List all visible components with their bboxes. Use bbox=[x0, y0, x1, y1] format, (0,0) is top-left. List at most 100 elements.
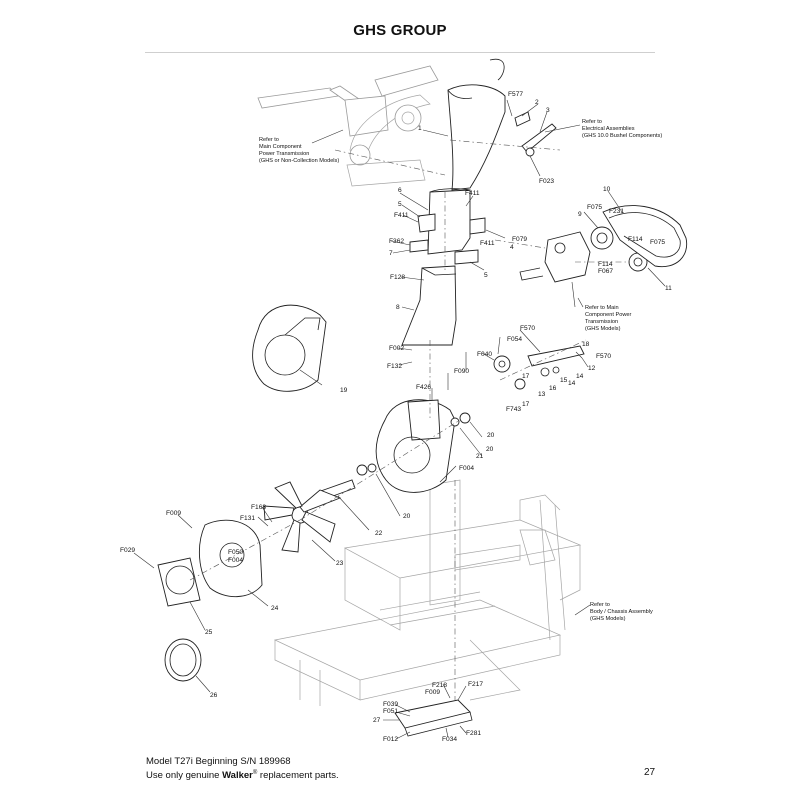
svg-text:Power Transmission: Power Transmission bbox=[259, 151, 309, 157]
callout-label: F577 bbox=[508, 91, 523, 98]
gearbox bbox=[519, 231, 591, 283]
centerlines bbox=[189, 139, 630, 700]
svg-text:Refer to: Refer to bbox=[259, 137, 279, 143]
callout-label: 23 bbox=[336, 560, 344, 567]
callout-label: F218 bbox=[432, 682, 447, 689]
callout-label: F114 bbox=[598, 261, 613, 268]
callout-label: 26 bbox=[210, 692, 218, 699]
callout-label: 9 bbox=[578, 211, 582, 218]
reference-note-chassis: Refer to Body / Chassis Assembly (GHS Mo… bbox=[590, 602, 653, 622]
callout-label: F023 bbox=[539, 178, 554, 185]
deflector-parts bbox=[514, 111, 557, 157]
bearings bbox=[356, 412, 471, 476]
callout-label: 22 bbox=[375, 530, 383, 537]
callout-label: F004 bbox=[228, 557, 243, 564]
impeller-fan bbox=[263, 481, 342, 553]
callout-label: 21 bbox=[476, 453, 484, 460]
brand-name: Walker bbox=[222, 769, 253, 781]
callout-labels: 1 2 3 F577 F023 6 5 F411 F411 F411 F079 … bbox=[120, 91, 672, 743]
callout-label: 20 bbox=[486, 446, 494, 453]
callout-label: 14 bbox=[576, 373, 584, 380]
svg-text:Body / Chassis Assembly: Body / Chassis Assembly bbox=[590, 609, 653, 615]
callout-label: F411 bbox=[394, 212, 409, 219]
svg-text:(GHS Models): (GHS Models) bbox=[585, 326, 621, 332]
callout-label: 3 bbox=[546, 107, 550, 114]
callout-label: F075 bbox=[650, 239, 665, 246]
svg-text:Transmission: Transmission bbox=[585, 319, 618, 325]
callout-label: F743 bbox=[506, 406, 521, 413]
callout-label: F029 bbox=[120, 547, 135, 554]
callout-label: 5 bbox=[484, 272, 488, 279]
callout-label: F231 bbox=[609, 208, 624, 215]
callout-label: F217 bbox=[468, 681, 483, 688]
callout-label: F570 bbox=[520, 325, 535, 332]
svg-text:Refer to: Refer to bbox=[590, 602, 610, 608]
ghost-power-transmission bbox=[257, 65, 439, 187]
mount-bracket bbox=[394, 699, 473, 737]
callout-label: F040 bbox=[477, 351, 492, 358]
callout-label: 11 bbox=[665, 285, 672, 292]
svg-text:(GHS or Non-Collection Models): (GHS or Non-Collection Models) bbox=[259, 158, 339, 164]
callout-label: 19 bbox=[340, 387, 348, 394]
lower-duct bbox=[401, 265, 457, 346]
svg-text:(GHS 10.0 Bushel Components): (GHS 10.0 Bushel Components) bbox=[582, 133, 662, 139]
reference-note-electrical: Refer to Electrical Assemblies (GHS 10.0… bbox=[582, 119, 662, 139]
reference-note-power-transmission: Refer to Main Component Power Transmissi… bbox=[259, 137, 339, 164]
callout-label: F012 bbox=[383, 736, 398, 743]
svg-text:Refer to Main: Refer to Main bbox=[585, 305, 619, 311]
callout-label: 10 bbox=[603, 186, 611, 193]
callout-label: 16 bbox=[549, 385, 557, 392]
callout-label: F075 bbox=[587, 204, 602, 211]
blower-chute bbox=[447, 58, 506, 191]
inlet-ring bbox=[157, 557, 201, 607]
callout-label: F004 bbox=[459, 465, 474, 472]
callout-label: F411 bbox=[465, 190, 480, 197]
callout-label: F079 bbox=[512, 236, 527, 243]
fan-housing-rear bbox=[252, 304, 327, 392]
registered-mark: ® bbox=[252, 769, 258, 776]
idler-arm-assembly bbox=[493, 345, 585, 390]
callout-label: 1 bbox=[418, 125, 422, 132]
callout-label: F090 bbox=[454, 368, 469, 375]
callout-label: 14 bbox=[568, 380, 576, 387]
upper-duct bbox=[409, 188, 486, 265]
callout-label: F411 bbox=[480, 240, 495, 247]
callout-label: 18 bbox=[582, 341, 590, 348]
svg-text:Component Power: Component Power bbox=[585, 312, 631, 318]
callout-label: 20 bbox=[487, 432, 495, 439]
callout-label: F168 bbox=[251, 504, 266, 511]
fan-housing-front bbox=[375, 399, 456, 493]
leader-lines bbox=[133, 99, 666, 740]
callout-label: F426 bbox=[416, 384, 431, 391]
callout-label: F050 bbox=[228, 549, 243, 556]
callout-label: 15 bbox=[560, 377, 568, 384]
callout-label: F132 bbox=[387, 363, 402, 370]
title-divider bbox=[145, 52, 655, 53]
callout-label: F002 bbox=[389, 345, 404, 352]
svg-text:Main Component: Main Component bbox=[259, 144, 302, 150]
inlet-band bbox=[164, 638, 202, 682]
callout-label: 17 bbox=[522, 401, 530, 408]
page-footer: Model T27i Beginning S/N 189968 Use only… bbox=[146, 756, 339, 781]
page-title: GHS GROUP bbox=[353, 22, 447, 39]
callout-label: 4 bbox=[510, 244, 514, 251]
callout-label: 17 bbox=[522, 373, 530, 380]
callout-label: F131 bbox=[240, 515, 255, 522]
callout-label: 5 bbox=[398, 201, 402, 208]
ghost-chassis-frame bbox=[273, 479, 582, 706]
callout-label: 2 bbox=[535, 99, 539, 106]
callout-label: 8 bbox=[396, 304, 400, 311]
callout-label: 27 bbox=[373, 717, 381, 724]
callout-label: 12 bbox=[588, 365, 596, 372]
callout-label: F114 bbox=[628, 236, 643, 243]
callout-label: 20 bbox=[403, 513, 411, 520]
page-number: 27 bbox=[644, 767, 656, 778]
callout-label: F009 bbox=[166, 510, 181, 517]
callout-label: F281 bbox=[466, 730, 481, 737]
callout-label: F362 bbox=[389, 238, 404, 245]
callout-label: 13 bbox=[538, 391, 546, 398]
callout-label: 6 bbox=[398, 187, 402, 194]
callout-label: F039 bbox=[383, 701, 398, 708]
callout-label: F051 bbox=[383, 708, 398, 715]
